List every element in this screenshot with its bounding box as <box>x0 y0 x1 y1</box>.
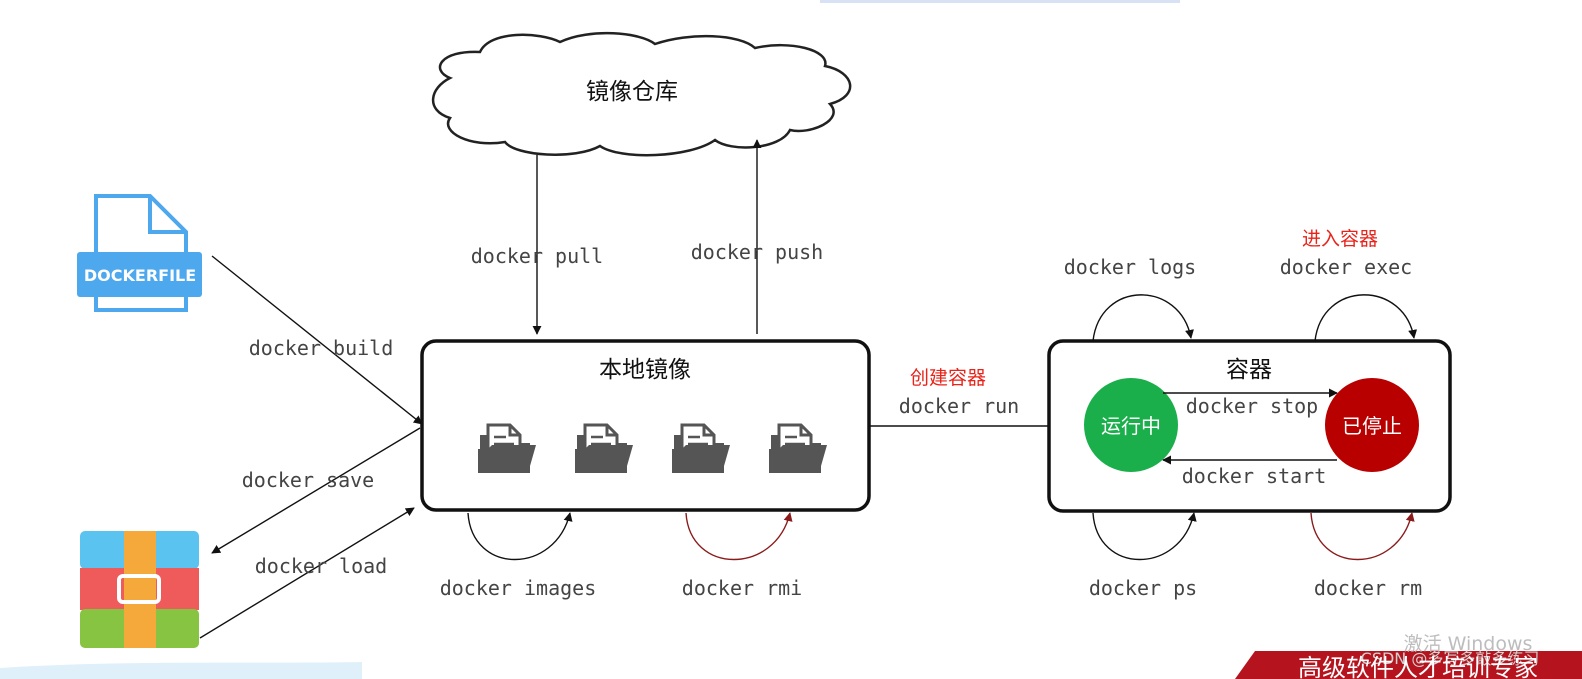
stop-label: docker stop <box>1186 394 1318 418</box>
enter-container-annotation: 进入容器 <box>1302 228 1378 250</box>
exec-label: docker exec <box>1280 255 1412 279</box>
push-label: docker push <box>691 240 823 264</box>
banner-strip <box>1235 651 1582 679</box>
ps-label: docker ps <box>1089 576 1197 600</box>
save-arrow <box>211 427 421 554</box>
rmi-label: docker rmi <box>682 576 802 600</box>
decorative-brush-stroke <box>0 662 362 679</box>
stopped-state <box>1325 378 1419 472</box>
running-state <box>1084 378 1178 472</box>
registry-label: 镜像仓库 <box>586 79 678 105</box>
dockerfile-label: DOCKERFILE <box>84 266 196 285</box>
container-label: 容器 <box>1226 357 1272 383</box>
load-label: docker load <box>255 554 387 578</box>
rm-loop <box>1310 512 1415 560</box>
stopped-label: 已停止 <box>1342 414 1402 438</box>
logs-label: docker logs <box>1064 255 1196 279</box>
dockerfile-icon: DOCKERFILE <box>77 194 202 312</box>
pull-label: docker pull <box>471 244 603 268</box>
container-node: 容器 运行中 已停止 docker stop docker start <box>1047 339 1452 513</box>
build-label: docker build <box>249 336 394 360</box>
archive-icon <box>80 531 199 648</box>
images-loop <box>467 512 573 560</box>
load-arrow <box>199 507 415 639</box>
csdn-watermark: CSDN @多写多敲多练习 <box>1361 649 1540 668</box>
ps-loop <box>1092 512 1197 560</box>
rm-label: docker rm <box>1314 576 1422 600</box>
save-label: docker save <box>242 468 374 492</box>
top-title-remnant <box>820 0 1180 3</box>
activate-windows-watermark: 激活 Windows <box>1404 633 1533 655</box>
exec-loop <box>1314 294 1418 342</box>
local-images-node: 本地镜像 <box>420 339 871 512</box>
build-arrow <box>211 255 423 425</box>
registry-node: 镜像仓库 <box>431 31 852 157</box>
local-images-label: 本地镜像 <box>599 357 691 383</box>
watermark-area: 激活 Windows CSDN @多写多敲多练习 高级软件人才培训专家 <box>1235 633 1582 679</box>
run-label: docker run <box>899 394 1019 418</box>
running-label: 运行中 <box>1101 414 1161 438</box>
create-container-annotation: 创建容器 <box>910 367 986 389</box>
rmi-loop <box>685 512 793 560</box>
cloud-icon <box>431 31 852 157</box>
images-label: docker images <box>440 576 597 600</box>
banner-text: 高级软件人才培训专家 <box>1298 654 1538 679</box>
logs-loop <box>1092 294 1194 342</box>
start-label: docker start <box>1182 464 1327 488</box>
